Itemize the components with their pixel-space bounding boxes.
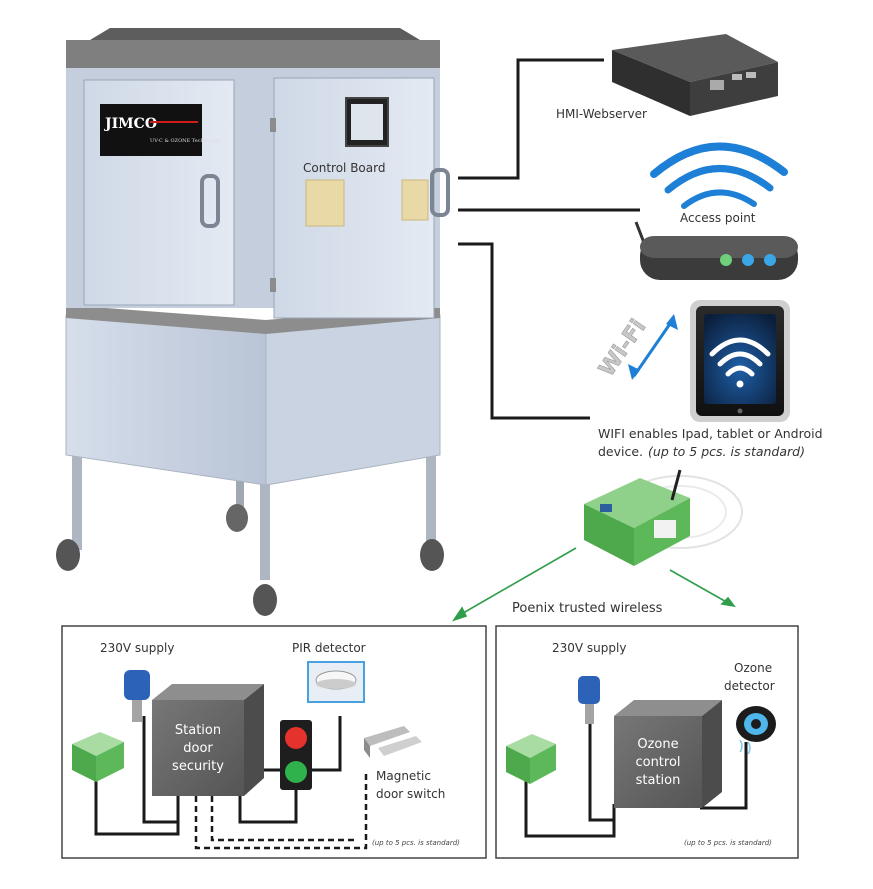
antenna-icon xyxy=(670,469,682,501)
magnetic-line2: door switch xyxy=(376,787,445,801)
cabinet-leg xyxy=(72,420,82,550)
keypad xyxy=(305,179,345,227)
access-point-label: Access point xyxy=(680,211,756,225)
wireless-label: Poenix trusted wireless xyxy=(512,601,663,616)
cabinet-leg xyxy=(426,420,436,550)
traffic-light-icon xyxy=(280,720,312,790)
cabinet-wheel xyxy=(253,584,277,616)
access-point: Access point xyxy=(634,211,798,280)
station-door-security-box: Station door security xyxy=(152,684,264,796)
cabinet-top xyxy=(66,40,440,68)
tablet-device xyxy=(690,300,790,422)
cabinet-lower-right xyxy=(265,314,441,486)
cabinet-leg xyxy=(260,440,270,580)
cabinet-top-lid xyxy=(90,28,420,40)
module-icon xyxy=(72,732,124,782)
wire-device xyxy=(458,242,590,420)
logo-text: JIMCO xyxy=(103,116,157,132)
ozone-station-line2: control xyxy=(635,755,680,770)
device-text-line2: device.(up to 5 pcs. is standard) xyxy=(598,444,805,459)
cabinet: JIMCO UV-C & OZONE Technology Control Bo… xyxy=(56,28,450,616)
wire-hmi xyxy=(458,58,604,180)
right-panel: 230V supply Ozone detector Ozone control xyxy=(495,625,799,859)
station-line2: door xyxy=(183,741,213,756)
ozone-detector-line1: Ozone xyxy=(734,661,772,675)
wifi-link: Wi-Fi xyxy=(594,314,678,382)
ozone-station-line3: station xyxy=(636,773,681,788)
plug-icon xyxy=(124,670,150,722)
led xyxy=(742,254,754,266)
hmi-label: HMI-Webserver xyxy=(556,107,647,121)
led xyxy=(720,254,732,266)
wifi-symbol-icon xyxy=(709,337,771,388)
cabinet-wheel xyxy=(420,539,444,571)
logo-subtitle: UV-C & OZONE Technology xyxy=(150,138,221,144)
right-note: (up to 5 pcs. is standard) xyxy=(684,839,772,847)
device-text-line1: WIFI enables Ipad, tablet or Android xyxy=(598,426,823,441)
left-panel: 230V supply PIR detector xyxy=(61,625,487,859)
right-supply-label: 230V supply xyxy=(552,641,626,655)
wifi-word: Wi-Fi xyxy=(594,315,651,381)
left-door-handle xyxy=(200,174,220,228)
ozone-control-station-box: Ozone control station xyxy=(614,700,722,808)
hinge xyxy=(270,278,276,292)
cabinet-wheel xyxy=(226,504,248,532)
right-door-handle xyxy=(430,168,450,217)
keypad xyxy=(401,179,429,221)
control-board-label: Control Board xyxy=(303,161,385,175)
hinge xyxy=(270,118,276,132)
led xyxy=(764,254,776,266)
sensor-icon xyxy=(307,661,365,703)
module-icon xyxy=(506,734,556,784)
magnetic-line1: Magnetic xyxy=(376,769,431,783)
jimco-logo xyxy=(100,104,202,156)
left-note: (up to 5 pcs. is standard) xyxy=(372,839,460,847)
wireless-arrows xyxy=(452,547,736,622)
network-wires xyxy=(458,58,640,420)
wifi-waves-icon xyxy=(650,142,788,209)
hmi-webserver: HMI-Webserver xyxy=(556,34,778,121)
ozone-detector-icon xyxy=(736,706,776,755)
left-supply-label: 230V supply xyxy=(100,641,174,655)
cabinet-lower-left xyxy=(65,314,267,486)
station-line1: Station xyxy=(175,723,221,738)
ozone-detector-line2: detector xyxy=(724,679,775,693)
station-line3: security xyxy=(172,759,224,774)
cabinet-band xyxy=(66,305,440,334)
cabinet-wheel xyxy=(56,539,80,571)
wireless-module xyxy=(584,469,743,566)
ozone-station-line1: Ozone xyxy=(637,737,678,752)
pir-label: PIR detector xyxy=(292,641,366,655)
magnetic-switch-icon xyxy=(364,726,422,758)
plug-icon xyxy=(578,676,600,724)
